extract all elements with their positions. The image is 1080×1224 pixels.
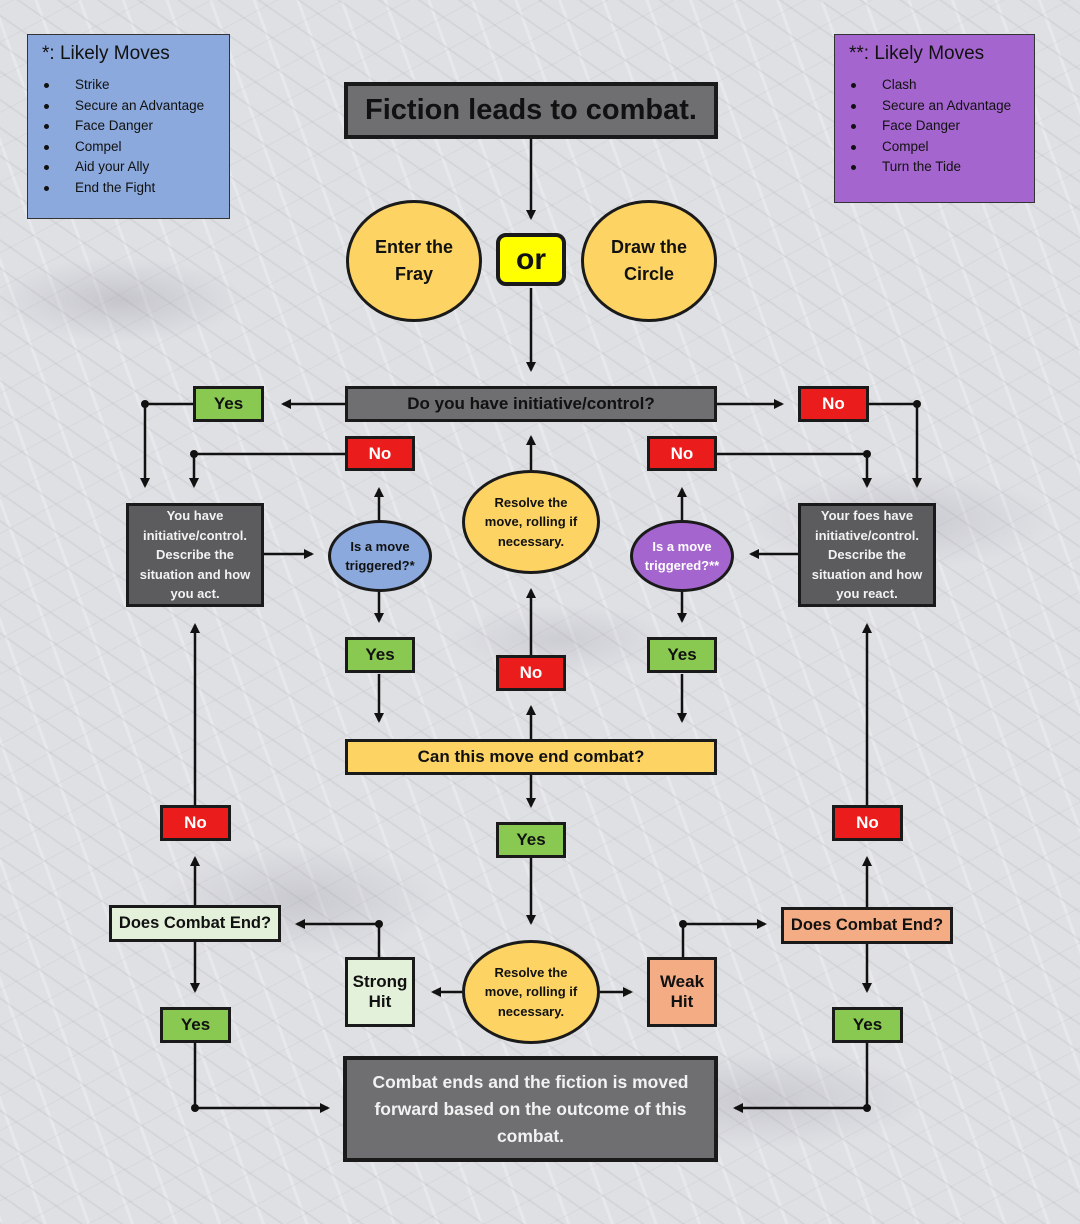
can-end-combat-label: Can this move end combat? bbox=[417, 747, 645, 766]
does-combat-end-right: Does Combat End? bbox=[781, 907, 953, 944]
legend-title: **: Likely Moves bbox=[849, 43, 985, 64]
can-end-combat-yes: Yes bbox=[496, 822, 566, 858]
can-end-combat-box: Can this move end combat? bbox=[345, 739, 717, 775]
list-item: Secure an Advantage bbox=[851, 96, 1022, 117]
list-item: Face Danger bbox=[851, 116, 1022, 137]
yes-label: Yes bbox=[365, 645, 395, 664]
legend-list: Strike Secure an Advantage Face Danger C… bbox=[42, 75, 217, 198]
draw-circle-label: Draw the Circle bbox=[610, 237, 688, 284]
you-have-initiative-box: You have initiative/control. Describe th… bbox=[126, 503, 264, 607]
move-triggered-yes-left: Yes bbox=[345, 637, 415, 673]
resolve-move-label: Resolve the move, rolling if necessary. bbox=[484, 964, 578, 1019]
yes-label: Yes bbox=[213, 394, 244, 413]
initiative-question-box: Do you have initiative/control? bbox=[345, 386, 717, 422]
no-label: No bbox=[368, 443, 392, 463]
list-item: Compel bbox=[851, 137, 1022, 158]
resolve-move-circle-bottom: Resolve the move, rolling if necessary. bbox=[462, 940, 600, 1044]
combat-ends-box: Combat ends and the fiction is moved for… bbox=[343, 1056, 718, 1162]
combat-continues-no-left: No bbox=[160, 805, 231, 841]
list-item: Strike bbox=[44, 75, 217, 96]
no-label: No bbox=[519, 663, 543, 682]
move-triggered-you-oval: Is a move triggered?* bbox=[328, 520, 432, 592]
yes-label: Yes bbox=[180, 1015, 211, 1034]
combat-continues-no-right: No bbox=[832, 805, 903, 841]
move-triggered-foes-oval: Is a move triggered?** bbox=[630, 520, 734, 592]
enter-fray-circle: Enter the Fray bbox=[346, 200, 482, 322]
foes-have-initiative-label: Your foes have initiative/control. Descr… bbox=[811, 508, 923, 602]
draw-circle-circle: Draw the Circle bbox=[581, 200, 717, 322]
list-item: Face Danger bbox=[44, 116, 217, 137]
initiative-yes-box: Yes bbox=[193, 386, 264, 422]
resolve-move-circle-top: Resolve the move, rolling if necessary. bbox=[462, 470, 600, 574]
does-combat-end-label: Does Combat End? bbox=[118, 914, 272, 932]
weak-hit-label: Weak Hit bbox=[659, 972, 705, 1011]
no-label: No bbox=[822, 394, 845, 413]
weak-hit-box: Weak Hit bbox=[647, 957, 717, 1027]
list-item: Turn the Tide bbox=[851, 157, 1022, 178]
initiative-no-box: No bbox=[798, 386, 869, 422]
start-box: Fiction leads to combat. bbox=[344, 82, 718, 139]
resolve-move-label: Resolve the move, rolling if necessary. bbox=[484, 494, 578, 549]
you-have-initiative-label: You have initiative/control. Describe th… bbox=[139, 508, 251, 602]
or-label: or bbox=[516, 242, 546, 276]
legend-title: *: Likely Moves bbox=[42, 43, 170, 64]
move-triggered-you-label: Is a move triggered?* bbox=[345, 538, 415, 574]
move-triggered-yes-right: Yes bbox=[647, 637, 717, 673]
legend-likely-moves-you: *: Likely Moves Strike Secure an Advanta… bbox=[27, 34, 230, 219]
combat-ends-yes-right: Yes bbox=[832, 1007, 903, 1043]
cannot-end-combat-no: No bbox=[496, 655, 566, 691]
yes-label: Yes bbox=[516, 830, 546, 849]
start-label: Fiction leads to combat. bbox=[365, 94, 697, 126]
list-item: Compel bbox=[44, 137, 217, 158]
does-combat-end-left: Does Combat End? bbox=[109, 905, 281, 942]
strong-hit-box: Strong Hit bbox=[345, 957, 415, 1027]
list-item: Clash bbox=[851, 75, 1022, 96]
list-item: Secure an Advantage bbox=[44, 96, 217, 117]
strong-hit-label: Strong Hit bbox=[352, 972, 408, 1011]
list-item: Aid your Ally bbox=[44, 157, 217, 178]
initiative-question-label: Do you have initiative/control? bbox=[407, 394, 655, 413]
no-label: No bbox=[856, 813, 879, 832]
move-not-triggered-no-right: No bbox=[647, 436, 717, 471]
does-combat-end-label: Does Combat End? bbox=[790, 916, 944, 934]
list-item: End the Fight bbox=[44, 178, 217, 199]
yes-label: Yes bbox=[852, 1015, 883, 1034]
combat-ends-yes-left: Yes bbox=[160, 1007, 231, 1043]
move-triggered-foes-label: Is a move triggered?** bbox=[644, 538, 720, 574]
foes-have-initiative-box: Your foes have initiative/control. Descr… bbox=[798, 503, 936, 607]
no-label: No bbox=[184, 813, 207, 832]
legend-likely-moves-foes: **: Likely Moves Clash Secure an Advanta… bbox=[834, 34, 1035, 203]
combat-ends-label: Combat ends and the fiction is moved for… bbox=[372, 1071, 689, 1146]
no-label: No bbox=[670, 443, 694, 463]
or-box: or bbox=[496, 233, 566, 286]
enter-fray-label: Enter the Fray bbox=[375, 237, 454, 284]
legend-list: Clash Secure an Advantage Face Danger Co… bbox=[849, 75, 1022, 178]
yes-label: Yes bbox=[667, 645, 697, 664]
move-not-triggered-no-left: No bbox=[345, 436, 415, 471]
